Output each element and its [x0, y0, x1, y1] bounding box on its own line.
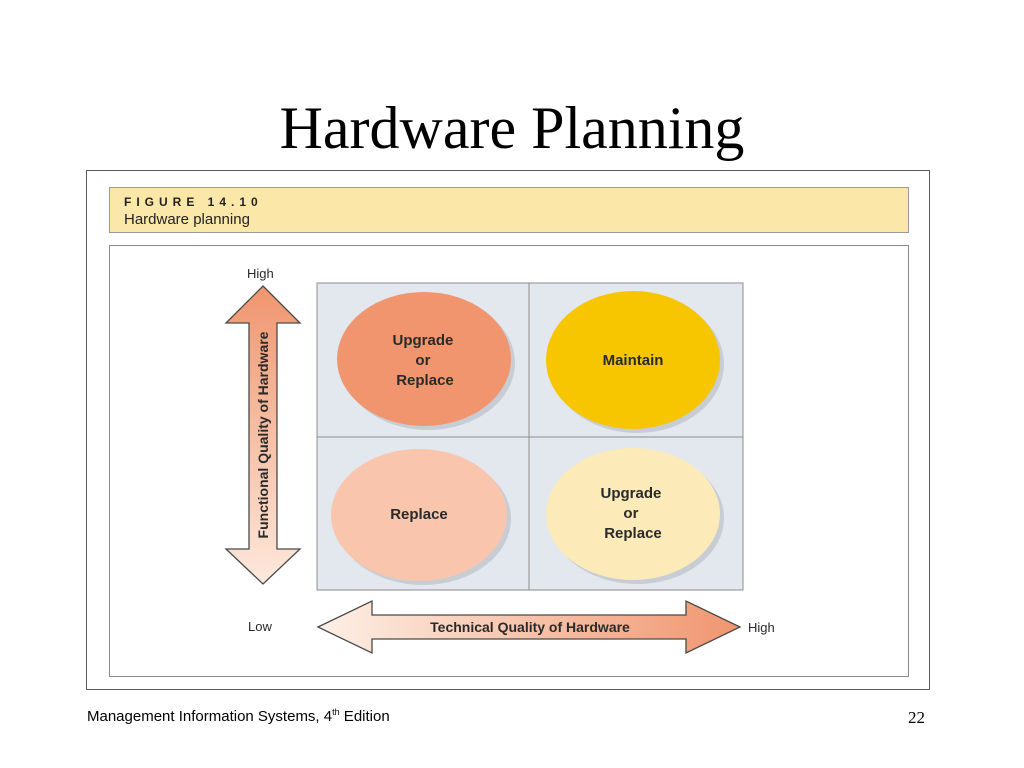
circle-top-left: [337, 292, 511, 426]
diagram-panel: Upgrade or Replace Maintain Replace Upgr…: [109, 245, 909, 677]
figure-frame: FIGURE 14.10 Hardware planning: [86, 170, 930, 690]
page-number: 22: [908, 708, 925, 727]
x-axis-label: Technical Quality of Hardware: [430, 619, 630, 635]
slide-title: Hardware Planning: [279, 95, 745, 161]
quadrant-label-top-left: Upgrade or Replace: [392, 332, 457, 389]
figure-number: FIGURE 14.10: [124, 195, 263, 209]
quadrant-diagram: Upgrade or Replace Maintain Replace Upgr…: [224, 266, 775, 655]
horizontal-double-arrow: [316, 599, 742, 655]
circle-bottom-right: [546, 448, 720, 580]
figure-title: Hardware planning: [124, 211, 250, 228]
footer-book-name: Management Information Systems, 4: [87, 708, 333, 725]
figure-caption-bar: FIGURE 14.10 Hardware planning: [109, 187, 909, 233]
y-axis-high-label: High: [247, 266, 274, 281]
circle-bottom-left: [331, 449, 507, 581]
footer-edition-word: Edition: [339, 708, 390, 725]
x-axis-high-label: High: [748, 620, 775, 635]
y-axis-low-label: Low: [248, 619, 272, 634]
footer-book-title: Management Information Systems, 4th Edit…: [87, 707, 390, 725]
quadrant-label-bottom-right: Upgrade or Replace: [600, 485, 665, 542]
y-axis-label: Functional Quality of Hardware: [255, 331, 271, 538]
quadrant-label-bottom-left: Replace: [390, 506, 448, 523]
vertical-double-arrow: [224, 285, 302, 585]
quadrant-label-top-right: Maintain: [603, 352, 664, 369]
circle-top-right: [546, 291, 720, 429]
footer-edition-sup: th: [332, 707, 340, 717]
